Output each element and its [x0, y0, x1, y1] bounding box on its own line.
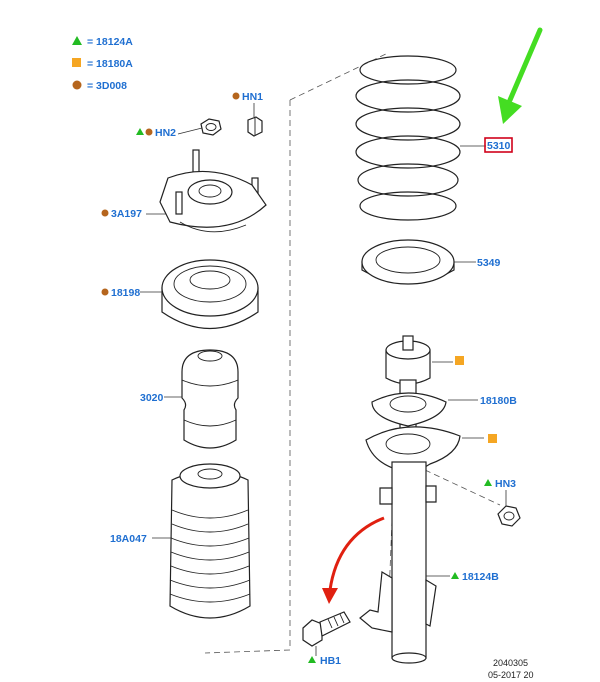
label-hn2: HN2: [155, 127, 176, 139]
nut-hn1: [247, 116, 263, 137]
square-marker-icon: [455, 356, 464, 365]
label-18124b: 18124B: [462, 571, 499, 583]
triangle-marker-icon: [484, 479, 492, 486]
legend-circle-icon: [72, 80, 82, 90]
square-marker-icon: [488, 434, 497, 443]
label-18180b: 18180B: [480, 395, 517, 407]
bearing-18198: [161, 259, 259, 329]
triangle-marker-icon: [451, 572, 459, 579]
highlight-box: [484, 137, 513, 153]
nut-hn2: [200, 118, 222, 136]
circle-marker-icon: [145, 128, 153, 136]
red-arrow-icon: [322, 516, 385, 604]
label-18198: 18198: [111, 287, 140, 299]
label-5349: 5349: [477, 257, 501, 269]
label-3020: 3020: [140, 392, 164, 404]
spring-seat-5349: [361, 239, 455, 285]
legend-triangle-icon: [72, 36, 82, 45]
strut-body-18124b: [359, 335, 461, 664]
label-18a047: 18A047: [110, 533, 147, 545]
label-hb1: HB1: [320, 655, 341, 667]
top-mount-3a197: [159, 149, 267, 233]
bolt-hb1: [302, 611, 351, 647]
label-hn3: HN3: [495, 478, 516, 490]
nut-hn3: [497, 505, 521, 527]
bump-stop-3020: [181, 349, 239, 449]
green-arrow-icon: [498, 27, 543, 124]
label-3a197: 3A197: [111, 208, 142, 220]
circle-marker-icon: [232, 92, 240, 100]
triangle-marker-icon: [308, 656, 316, 663]
legend-item-18180a: = 18180A: [87, 58, 133, 70]
circle-marker-icon: [101, 288, 109, 296]
legend: = 18124A = 18180A = 3D008: [72, 36, 133, 92]
legend-item-18124a: = 18124A: [87, 36, 133, 48]
dust-boot-18a047: [169, 463, 251, 619]
label-5310: 5310: [487, 140, 511, 152]
triangle-marker-icon: [136, 128, 144, 135]
legend-item-3d008: = 3D008: [87, 80, 127, 92]
label-hn1: HN1: [242, 91, 263, 103]
circle-marker-icon: [101, 209, 109, 217]
footer-ref: 2040305: [493, 658, 528, 668]
coil-spring-5310: [355, 55, 461, 221]
legend-square-icon: [72, 58, 81, 67]
footer-date: 05-2017 20: [488, 670, 534, 680]
